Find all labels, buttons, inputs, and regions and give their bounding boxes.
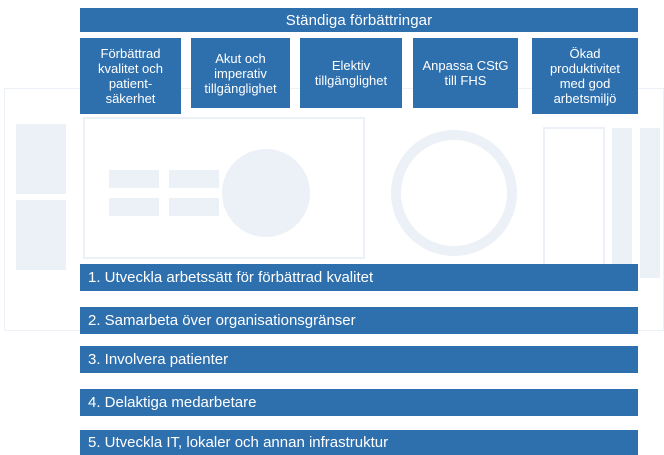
pillar-adapt-cstg: Anpassa CStG till FHS xyxy=(413,38,518,108)
pillar-elective-availability: Elektiv tillgänglighet xyxy=(300,38,402,108)
pillar-label: Elektiv tillgänglighet xyxy=(314,58,388,88)
background-right-column xyxy=(640,128,660,278)
strategy-bar-1: 1. Utveckla arbetssätt för förbättrad kv… xyxy=(80,264,638,291)
background-box xyxy=(109,170,159,188)
pillar-label: Akut och imperativ tillgänglighet xyxy=(204,50,277,96)
background-pie xyxy=(222,149,310,237)
background-diagram xyxy=(4,88,664,331)
pillar-acute-availability: Akut och imperativ tillgänglighet xyxy=(191,38,290,108)
strategy-bar-label: 4. Delaktiga medarbetare xyxy=(88,394,257,411)
pillar-quality: Förbättrad kvalitet och patient-säkerhet xyxy=(80,38,181,114)
background-panel xyxy=(83,117,365,259)
pillar-label: Ökad produktivitet med god arbetsmiljö xyxy=(549,46,621,106)
strategy-bar-3: 3. Involvera patienter xyxy=(80,346,638,373)
top-banner-label: Ständiga förbättringar xyxy=(285,11,433,29)
background-left-column xyxy=(16,124,66,194)
background-box xyxy=(169,198,219,216)
background-box xyxy=(169,170,219,188)
background-cycle xyxy=(391,130,517,256)
strategy-bar-label: 1. Utveckla arbetssätt för förbättrad kv… xyxy=(88,269,374,286)
background-left-column xyxy=(16,200,66,270)
strategy-bar-label: 5. Utveckla IT, lokaler och annan infras… xyxy=(88,434,389,451)
strategy-bar-2: 2. Samarbeta över organisationsgränser xyxy=(80,307,638,334)
strategy-bar-label: 2. Samarbeta över organisationsgränser xyxy=(88,312,356,329)
background-right-column xyxy=(543,127,605,279)
pillar-productivity: Ökad produktivitet med god arbetsmiljö xyxy=(532,38,638,114)
background-right-column xyxy=(612,128,632,278)
top-banner: Ständiga förbättringar xyxy=(80,8,638,32)
pillar-label: Förbättrad kvalitet och patient-säkerhet xyxy=(97,46,164,106)
background-frame xyxy=(4,88,664,331)
background-box xyxy=(109,198,159,216)
strategy-bar-label: 3. Involvera patienter xyxy=(88,351,229,368)
pillar-label: Anpassa CStG till FHS xyxy=(422,58,509,88)
strategy-bar-4: 4. Delaktiga medarbetare xyxy=(80,389,638,416)
strategy-bar-5: 5. Utveckla IT, lokaler och annan infras… xyxy=(80,430,638,455)
